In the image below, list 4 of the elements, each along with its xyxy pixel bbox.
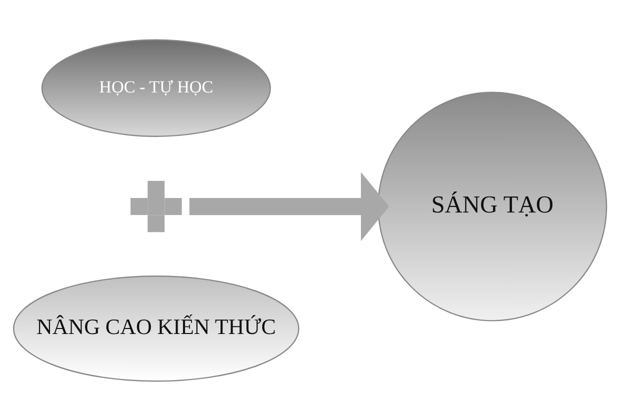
node-circle: SÁNG TẠO — [378, 91, 608, 321]
node-ellipse: HỌC - TỰ HỌC — [41, 38, 271, 136]
arrow — [189, 172, 390, 240]
node-ellipse: NÂNG CAO KIẾN THỨC — [13, 275, 300, 382]
